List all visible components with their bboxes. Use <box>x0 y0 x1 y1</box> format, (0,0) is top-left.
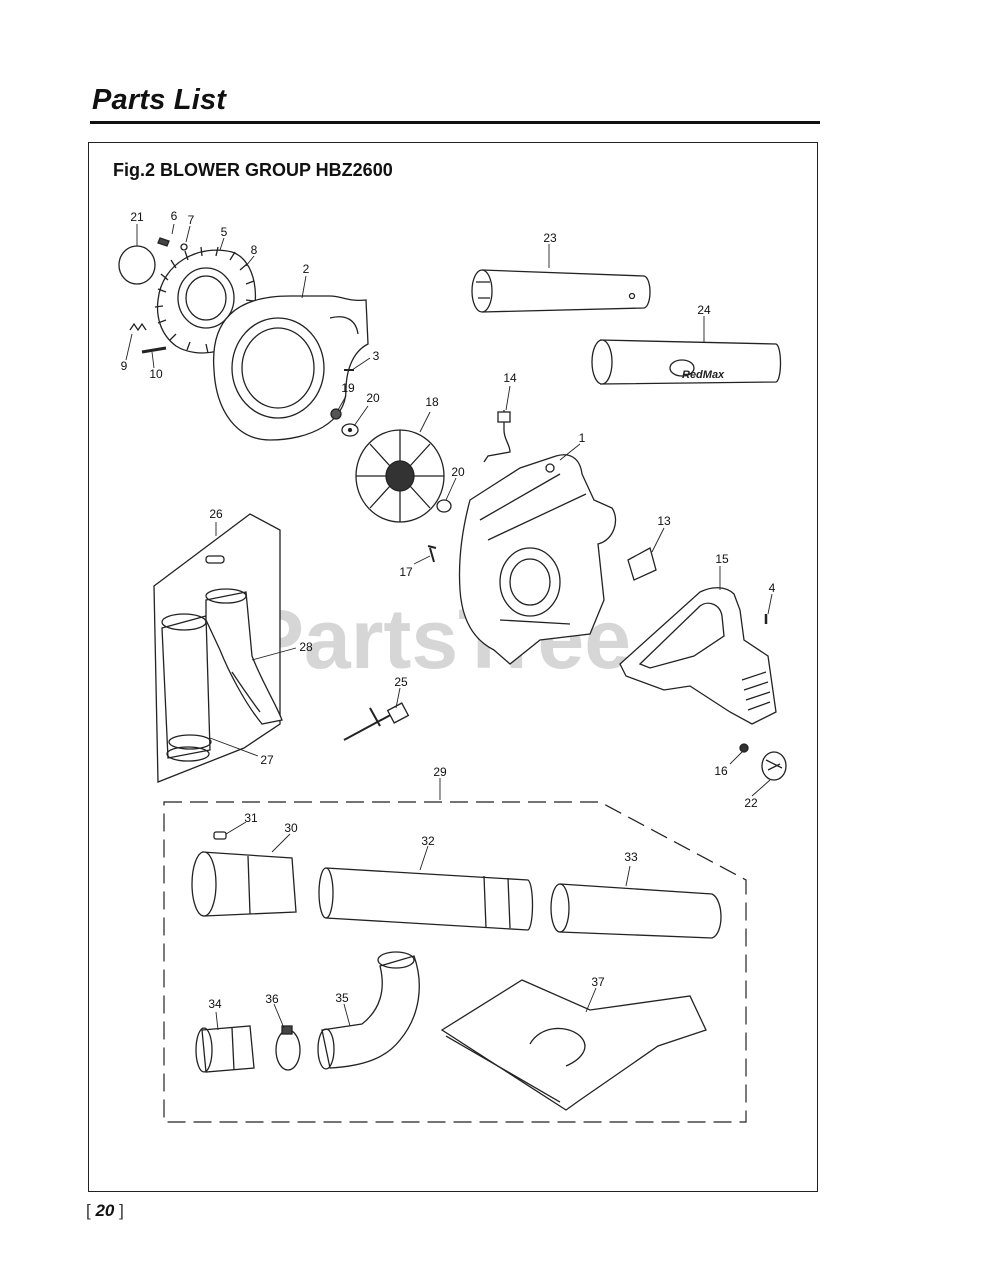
callout-20-lower: 20 <box>451 465 465 479</box>
callout-29: 29 <box>433 765 447 779</box>
callout-37: 37 <box>591 975 605 989</box>
page-title: Parts List <box>92 84 227 116</box>
title-rule <box>90 121 820 124</box>
callout-14: 14 <box>503 371 517 385</box>
part-21-cap <box>118 245 156 285</box>
leader-lines <box>125 223 773 1031</box>
callout-31: 31 <box>244 811 258 825</box>
part-20-washer-upper <box>341 423 359 437</box>
part-17-bolt <box>427 545 437 563</box>
page-number: [ 20 ] <box>86 1201 124 1220</box>
part-20-washer-lower <box>436 499 452 513</box>
callout-4: 4 <box>769 581 776 595</box>
callout-30: 30 <box>284 821 298 835</box>
part-29-kit-outline <box>163 801 747 1123</box>
callout-23: 23 <box>543 231 557 245</box>
callout-21: 21 <box>130 210 144 224</box>
callout-16: 16 <box>714 764 728 778</box>
callout-17: 17 <box>399 565 413 579</box>
exploded-parts-diagram: PartsTree <box>118 209 787 1123</box>
callout-25: 25 <box>394 675 408 689</box>
callout-20-upper: 20 <box>366 391 380 405</box>
part-7-washer <box>180 243 188 251</box>
part-18-fan <box>355 429 445 523</box>
part-31-pin <box>213 831 227 840</box>
part-25-spark-plug-wrench <box>343 702 410 741</box>
part-33-pipe <box>550 883 722 939</box>
callout-2: 2 <box>303 262 310 276</box>
callout-8: 8 <box>251 243 258 257</box>
callout-26: 26 <box>209 507 223 521</box>
figure-frame <box>88 142 818 1192</box>
callout-35: 35 <box>335 991 349 1005</box>
part-27-tube <box>161 613 212 762</box>
part-28-elbow <box>205 588 283 725</box>
callout-1: 1 <box>579 431 586 445</box>
part-2-fan-housing <box>212 295 369 441</box>
callout-32: 32 <box>421 834 435 848</box>
callout-labels: 21 6 7 5 8 2 9 10 3 19 20 18 20 23 24 14… <box>121 209 776 1011</box>
callout-5: 5 <box>221 225 228 239</box>
callout-34: 34 <box>208 997 222 1011</box>
part-22-cap <box>761 751 787 781</box>
part-15-handle-cover <box>619 587 777 725</box>
callout-33: 33 <box>624 850 638 864</box>
part-30-adapter <box>191 851 297 917</box>
callout-13: 13 <box>657 514 671 528</box>
part-6-bolt <box>157 237 170 247</box>
part-35-elbow-hose <box>317 951 420 1070</box>
part-24-nozzle-pipe: RedMax <box>591 339 782 385</box>
callout-6: 6 <box>171 209 178 223</box>
callout-15: 15 <box>715 552 729 566</box>
callout-36: 36 <box>265 992 279 1006</box>
part-9-spring <box>129 322 147 332</box>
part-36-hose-clamp <box>275 1025 301 1071</box>
part-34-coupler <box>195 1025 255 1073</box>
callout-18: 18 <box>425 395 439 409</box>
part-23-pipe <box>471 269 651 313</box>
page-number-value: 20 <box>95 1201 115 1220</box>
part-19-nut <box>330 408 342 420</box>
callout-9: 9 <box>121 359 128 373</box>
brand-label: RedMax <box>682 369 725 381</box>
callout-24: 24 <box>697 303 711 317</box>
figure-title: Fig.2 BLOWER GROUP HBZ2600 <box>113 160 393 180</box>
part-16-nut <box>739 743 749 753</box>
callout-10: 10 <box>149 367 163 381</box>
part-37-collection-bag <box>440 979 707 1111</box>
callout-3: 3 <box>373 349 380 363</box>
part-1-main-housing <box>458 454 617 665</box>
part-32-pipe <box>318 867 534 931</box>
callout-19: 19 <box>341 381 355 395</box>
part-10-rod <box>141 346 167 354</box>
callout-7: 7 <box>188 213 195 227</box>
callout-28: 28 <box>299 640 313 654</box>
callout-27: 27 <box>260 753 274 767</box>
part-13-switch <box>627 547 657 581</box>
part-14-ignition-wire <box>483 410 511 463</box>
callout-22: 22 <box>744 796 758 810</box>
